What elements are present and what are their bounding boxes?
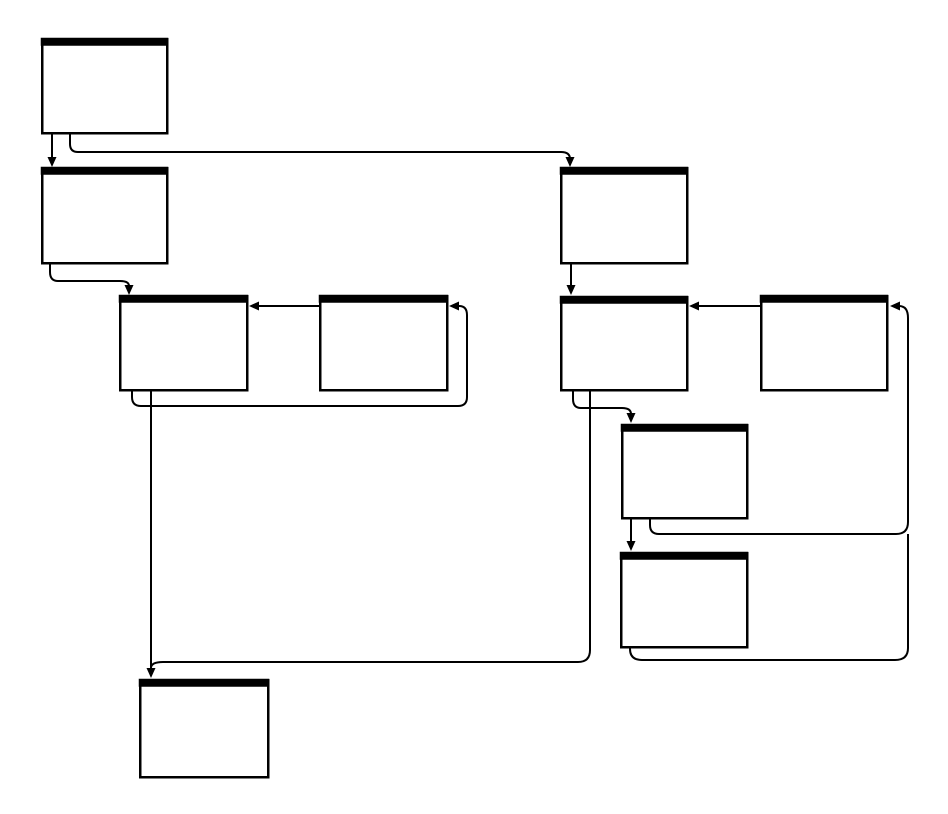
node-body <box>559 295 689 392</box>
diagram-node-6 <box>559 295 689 392</box>
edge-arrowhead <box>689 301 699 311</box>
edge-line <box>649 305 909 535</box>
node-header-bar <box>40 37 169 46</box>
diagram-node-4 <box>318 294 449 392</box>
diagram-edge-1-5 <box>69 133 575 167</box>
edge-line <box>131 305 468 407</box>
node-header-bar <box>559 166 689 175</box>
node-body <box>138 678 270 779</box>
node-body <box>619 551 749 649</box>
node-header-bar <box>619 551 749 560</box>
diagram-edge-1-2 <box>47 133 57 167</box>
diagram-node-2 <box>40 166 169 265</box>
edge-line <box>69 133 571 160</box>
diagram-edge-6-8 <box>572 390 636 423</box>
diagram-edge-5-6 <box>566 263 576 295</box>
node-body <box>318 294 449 392</box>
edge-arrowhead <box>449 301 459 311</box>
node-header-bar <box>40 166 169 175</box>
diagram-edge-2-3 <box>49 263 134 295</box>
edge-arrowhead <box>249 301 259 311</box>
diagram-node-8 <box>620 423 749 520</box>
diagram-edge-6-10 <box>150 390 591 669</box>
diagram-node-7 <box>759 294 889 392</box>
node-body <box>620 423 749 520</box>
edge-arrowhead <box>626 413 636 423</box>
diagram-edge-7-6 <box>689 301 761 311</box>
diagram-edge-9-7-loop <box>629 534 909 661</box>
diagram-node-10 <box>138 678 270 779</box>
edge-arrowhead <box>890 301 900 311</box>
diagram-edge-4-3 <box>249 301 320 311</box>
diagram-node-5 <box>559 166 689 265</box>
diagram-node-9 <box>619 551 749 649</box>
edge-line <box>572 390 632 415</box>
diagram-node-3 <box>118 294 249 392</box>
edge-arrowhead <box>565 157 575 167</box>
node-body <box>40 37 169 135</box>
diagram-edge-8-7-loop <box>649 301 909 535</box>
edge-arrowhead <box>626 541 636 551</box>
node-header-bar <box>118 294 249 303</box>
node-header-bar <box>138 678 270 687</box>
node-body <box>759 294 889 392</box>
node-header-bar <box>620 423 749 432</box>
node-body <box>118 294 249 392</box>
edge-arrowhead <box>124 285 134 295</box>
node-body <box>559 166 689 265</box>
edge-arrowhead <box>146 668 156 678</box>
edge-arrowhead <box>47 157 57 167</box>
diagram-node-1 <box>40 37 169 135</box>
edge-line <box>49 263 130 287</box>
edge-line <box>629 534 909 661</box>
node-header-bar <box>559 295 689 304</box>
diagram-edge-3-4-loop <box>131 301 468 407</box>
diagram-edge-8-9 <box>626 518 636 551</box>
node-body <box>40 166 169 265</box>
edge-arrowhead <box>566 285 576 295</box>
edge-line <box>150 390 591 669</box>
node-header-bar <box>759 294 889 303</box>
diagram-edge-3-10 <box>146 390 156 678</box>
node-header-bar <box>318 294 449 303</box>
